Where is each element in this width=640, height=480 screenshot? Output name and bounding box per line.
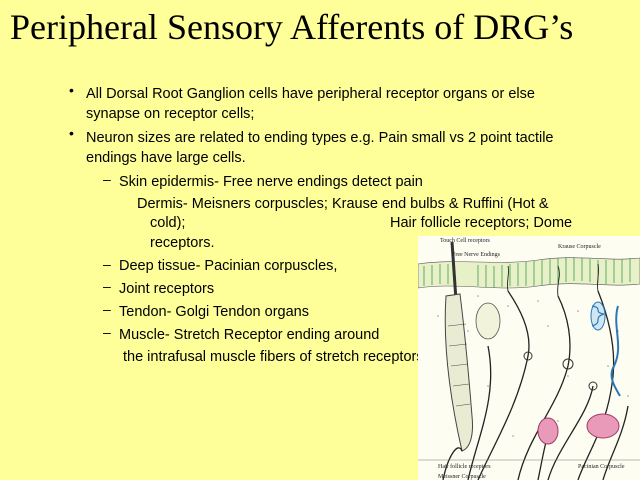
bullet-1-line-1: All Dorsal Root Ganglion cells have peri… [86, 86, 535, 102]
follicle-rings [447, 323, 471, 407]
pacinian-corpuscle [537, 417, 559, 445]
slide-title: Peripheral Sensory Afferents of DRG’s [10, 7, 574, 47]
label-pacinian: Pacinian Corpuscle [578, 464, 625, 470]
sebaceous-gland [475, 302, 501, 340]
label-hair-follicle: Hair follicle receptors [438, 463, 491, 470]
skin-receptors-drawing: Touch Cell receptors Free Nerve Endings … [418, 238, 640, 480]
label-free-nerve-endings: Free Nerve Endings [452, 252, 501, 258]
epidermis-hatching [423, 257, 631, 288]
bullet-marker: • [69, 82, 74, 98]
sub-item-dermis-line-3: receptors. [150, 235, 215, 251]
nerve-fibers [442, 290, 629, 480]
krause-end-bulb [588, 381, 598, 391]
dash-marker: – [103, 278, 111, 294]
dash-marker: – [103, 171, 111, 187]
bullet-1-line-2: synapse on receptor cells; [86, 106, 255, 122]
meissner-corpuscle [590, 301, 621, 397]
label-touch-cell: Touch Cell receptors [440, 238, 491, 244]
sub-item-muscle-line-2: the intrafusal muscle fibers of stretch … [123, 349, 424, 365]
sub-item-tendon: Tendon- Golgi Tendon organs [119, 304, 309, 320]
sub-item-joint: Joint receptors [119, 281, 215, 297]
sub-item-dermis-line-2: cold); [150, 215, 186, 231]
dash-marker: – [103, 256, 111, 272]
sub-item-skin: Skin epidermis- Free nerve endings detec… [119, 174, 423, 190]
free-nerve-endings [506, 263, 600, 297]
sub-item-deep-tissue: Deep tissue- Pacinian corpuscles, [119, 258, 338, 274]
dash-marker: – [103, 324, 111, 340]
bullet-marker: • [69, 125, 74, 141]
dash-marker: – [103, 301, 111, 317]
label-meissner: Meissner Corpuscle [438, 474, 486, 480]
sub-item-muscle-line-1: Muscle- Stretch Receptor ending around [119, 327, 380, 343]
sub-item-dermis-line-2-right: Hair follicle receptors; Dome [390, 215, 573, 231]
pacinian-corpuscle [586, 413, 620, 439]
skin-receptors-illustration: Touch Cell receptors Free Nerve Endings … [418, 236, 640, 480]
epidermis-layer [418, 257, 640, 289]
bullet-2-line-2: endings have large cells. [86, 150, 246, 166]
krause-end-bulb [523, 351, 533, 361]
krause-end-bulb [562, 358, 574, 370]
label-krause: Krause Corpuscle [558, 244, 601, 250]
bullet-2-line-1: Neuron sizes are related to ending types… [86, 130, 554, 146]
sub-item-dermis-line-1: Dermis- Meisners corpuscles; Krause end … [137, 196, 549, 212]
hair-follicle [444, 293, 473, 452]
